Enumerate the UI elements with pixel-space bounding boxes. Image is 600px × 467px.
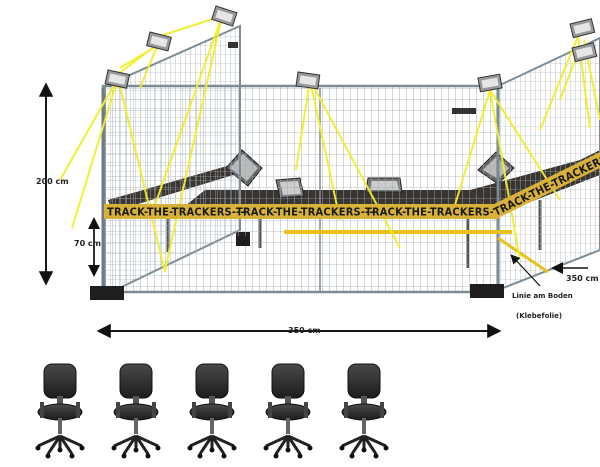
dimension-height: 200 cm	[36, 82, 69, 286]
fence-front	[101, 84, 500, 294]
chairs	[35, 363, 389, 459]
tape-front	[104, 204, 498, 219]
spotlight-icon	[211, 5, 238, 27]
height-label: 200 cm	[36, 177, 69, 186]
tape-right	[492, 152, 600, 220]
spotlight-icon	[569, 18, 596, 39]
spotlight-icon	[477, 73, 503, 93]
floor-note: Linie am Boden (Klebefolie)	[510, 254, 573, 320]
spotlight-icon	[571, 42, 598, 63]
dimension-width: 350 cm	[96, 323, 502, 339]
spotlights	[104, 5, 598, 93]
office-chair-icon	[111, 363, 161, 459]
tape-label: TRACK-THE-TRACKERS---	[236, 206, 374, 219]
spotlight-icon	[104, 69, 131, 89]
fence-right	[497, 36, 600, 292]
floor-note-line2: (Klebefolie)	[516, 312, 562, 320]
floor-line	[284, 230, 549, 274]
office-chair-icon	[35, 363, 85, 459]
width-label: 350 cm	[288, 326, 321, 335]
office-chair-icon	[263, 363, 313, 459]
fence-feet	[90, 236, 504, 300]
spotlight-icon	[146, 31, 172, 52]
office-chair-icon	[339, 363, 389, 459]
dimension-depth: 350 cm	[551, 262, 599, 283]
tape-label: TRACK-THE-TRACKERS---	[365, 206, 503, 219]
dimension-table-height: 70 cm	[74, 217, 101, 277]
depth-label: 350 cm	[566, 274, 599, 283]
floor-note-line1: Linie am Boden	[512, 292, 573, 300]
tape-label: TRACK-THE-TRACKERS---	[107, 206, 245, 219]
fences	[101, 24, 600, 297]
table-height-label: 70 cm	[74, 239, 101, 248]
spotlight-icon	[295, 71, 321, 90]
office-chair-icon	[187, 363, 237, 459]
